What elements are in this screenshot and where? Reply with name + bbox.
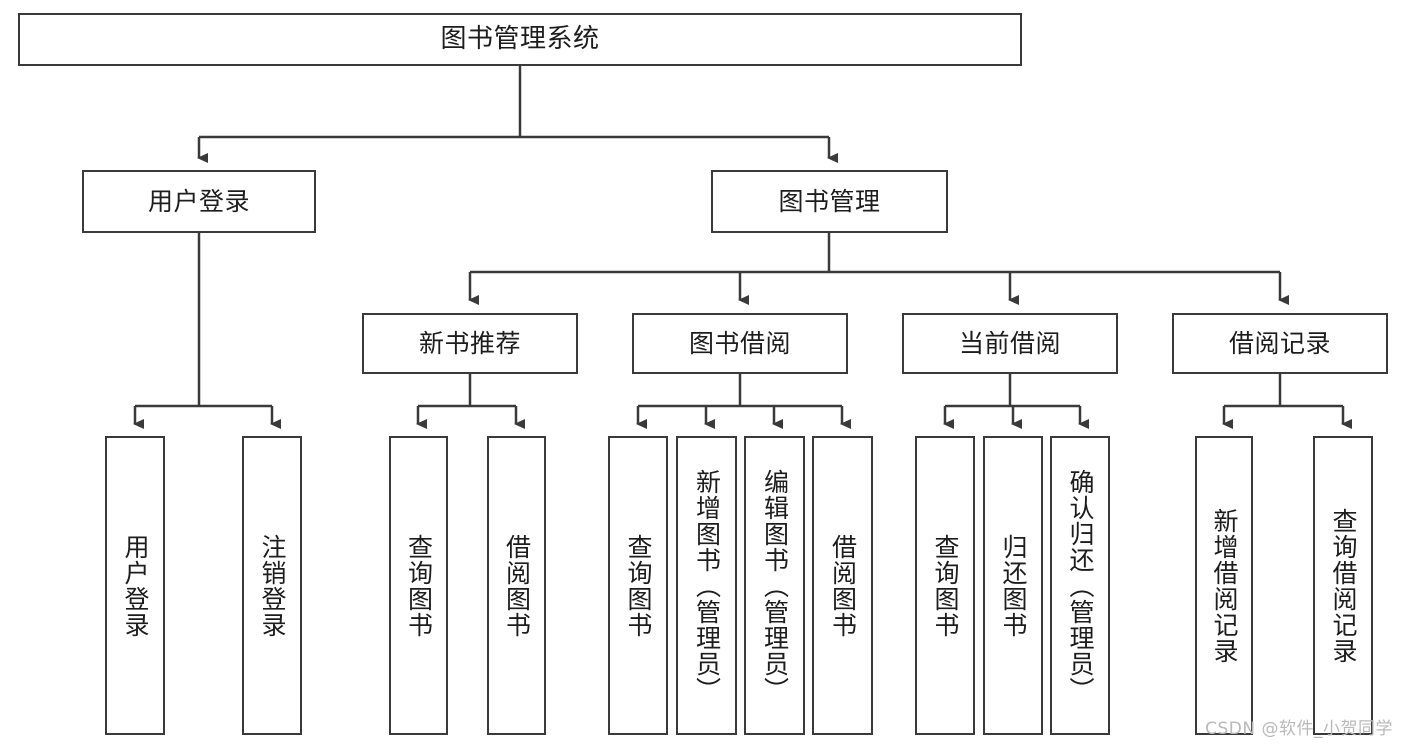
- node-leaf-logout[interactable]: 注销登录: [242, 436, 302, 735]
- node-leaf-query-book-current[interactable]: 查询图书: [915, 436, 975, 735]
- node-label: 借阅记录: [1228, 328, 1331, 358]
- node-leaf-edit-book-admin[interactable]: 编辑图书（管理员）: [744, 436, 805, 735]
- node-leaf-add-book-admin[interactable]: 新增图书（管理员）: [676, 436, 737, 735]
- node-label: 确认归还（管理员）: [1066, 468, 1095, 703]
- node-label: 借阅图书: [502, 533, 532, 638]
- node-label: 图书借阅: [688, 328, 791, 358]
- node-label: 用户登录: [121, 533, 150, 638]
- node-new-book-recommend[interactable]: 新书推荐: [362, 313, 578, 374]
- node-label: 图书管理系统: [440, 24, 600, 55]
- node-label: 借阅图书: [828, 533, 858, 638]
- node-leaf-query-book[interactable]: 查询图书: [608, 436, 668, 735]
- node-label: 新增图书（管理员）: [692, 468, 722, 703]
- node-book-borrow[interactable]: 图书借阅: [632, 313, 848, 374]
- node-label: 新书推荐: [418, 328, 521, 358]
- watermark: CSDN @软件_小贺同学: [1205, 719, 1393, 739]
- node-label: 查询借阅记录: [1329, 507, 1358, 664]
- node-leaf-borrow-book-recommend[interactable]: 借阅图书: [487, 436, 546, 735]
- node-root-book-management-system[interactable]: 图书管理系统: [18, 13, 1022, 66]
- node-label: 新增借阅记录: [1210, 507, 1239, 664]
- node-leaf-user-login[interactable]: 用户登录: [105, 436, 165, 735]
- node-leaf-borrow-book[interactable]: 借阅图书: [812, 436, 873, 735]
- node-leaf-query-book-recommend[interactable]: 查询图书: [389, 436, 448, 735]
- node-leaf-return-book[interactable]: 归还图书: [983, 436, 1043, 735]
- node-book-management[interactable]: 图书管理: [711, 170, 948, 233]
- node-label: 注销登录: [258, 533, 287, 638]
- node-label: 查询图书: [404, 533, 434, 638]
- node-leaf-confirm-return-admin[interactable]: 确认归还（管理员）: [1050, 436, 1110, 735]
- node-user-login[interactable]: 用户登录: [82, 170, 316, 233]
- node-label: 用户登录: [147, 186, 250, 216]
- node-label: 编辑图书（管理员）: [760, 468, 790, 703]
- node-label: 归还图书: [999, 533, 1028, 638]
- node-label: 查询图书: [931, 533, 960, 638]
- node-borrow-record[interactable]: 借阅记录: [1172, 313, 1388, 374]
- node-leaf-query-borrow-record[interactable]: 查询借阅记录: [1313, 436, 1373, 735]
- node-label: 图书管理: [778, 186, 881, 216]
- node-label: 当前借阅: [958, 328, 1061, 358]
- node-leaf-add-borrow-record[interactable]: 新增借阅记录: [1195, 436, 1253, 735]
- node-current-borrow[interactable]: 当前借阅: [902, 313, 1118, 374]
- node-label: 查询图书: [624, 533, 653, 638]
